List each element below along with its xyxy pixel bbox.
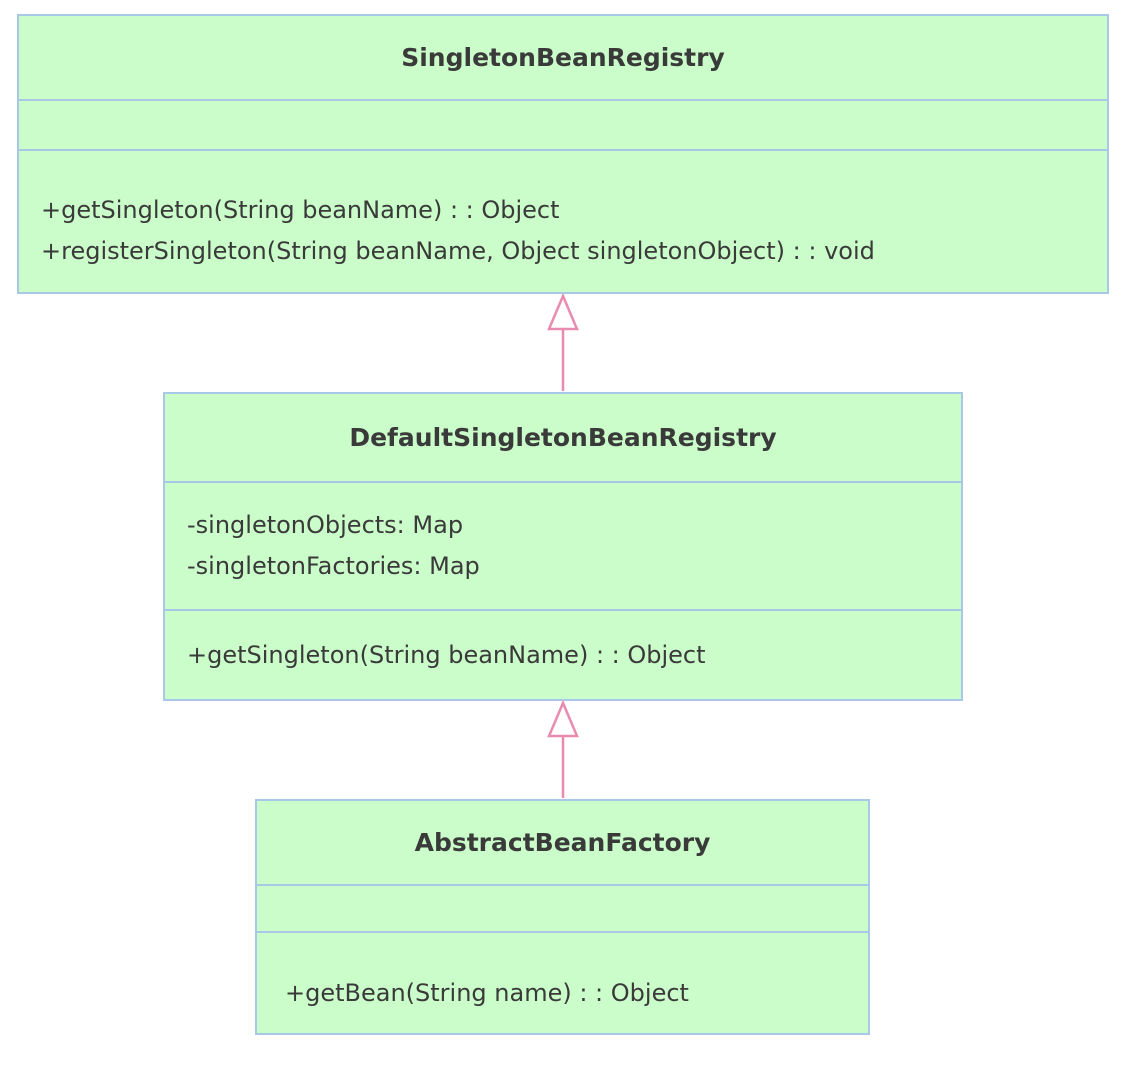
class-title: AbstractBeanFactory bbox=[257, 801, 868, 886]
method-entry: +getBean(String name) : : Object bbox=[285, 978, 689, 1007]
field-entry: -singletonObjects: Map bbox=[187, 511, 464, 539]
method-entry: +getSingleton(String beanName) : : Objec… bbox=[187, 640, 706, 669]
class-methods-compartment: +getBean(String name) : : Object bbox=[257, 933, 868, 1033]
class-box-defaultsingletonbeanregistry: DefaultSingletonBeanRegistry -singletonO… bbox=[163, 392, 963, 701]
class-methods-compartment: +getSingleton(String beanName) : : Objec… bbox=[19, 151, 1107, 292]
class-title: SingletonBeanRegistry bbox=[19, 16, 1107, 101]
class-fields-compartment-empty bbox=[19, 101, 1107, 151]
class-box-abstractbeanfactory: AbstractBeanFactory +getBean(String name… bbox=[255, 799, 870, 1035]
hollow-triangle-arrowhead-icon bbox=[547, 699, 579, 738]
class-title: DefaultSingletonBeanRegistry bbox=[165, 394, 961, 483]
class-fields-compartment-empty bbox=[257, 886, 868, 933]
method-entry: +registerSingleton(String beanName, Obje… bbox=[41, 236, 875, 265]
class-box-singletonbeanregistry: SingletonBeanRegistry +getSingleton(Stri… bbox=[17, 14, 1109, 294]
inheritance-arrow-default-to-singleton bbox=[547, 292, 579, 391]
hollow-triangle-arrowhead-icon bbox=[547, 292, 579, 331]
method-entry: +getSingleton(String beanName) : : Objec… bbox=[41, 195, 560, 224]
class-fields-compartment: -singletonObjects: Map -singletonFactori… bbox=[165, 483, 961, 611]
class-methods-compartment: +getSingleton(String beanName) : : Objec… bbox=[165, 611, 961, 699]
inheritance-arrow-abstract-to-default bbox=[547, 699, 579, 798]
field-entry: -singletonFactories: Map bbox=[187, 552, 480, 580]
